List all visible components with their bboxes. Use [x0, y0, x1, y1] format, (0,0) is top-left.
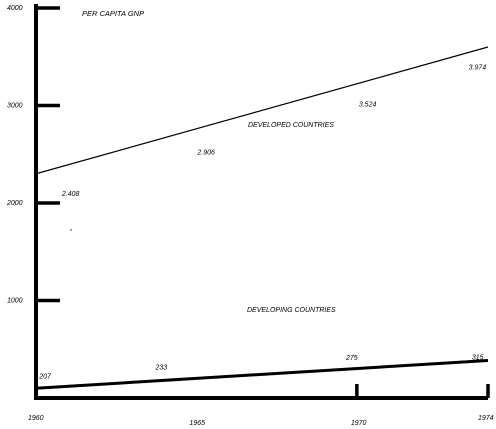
x-tick-label: 1965 — [189, 420, 205, 427]
data-line-developing — [35, 358, 489, 390]
y-tick-label: 4000 — [7, 5, 23, 12]
data-label: 3.974 — [469, 64, 487, 71]
annotation-layer: 2.408 2.906 3.524 3.974 207 233 275 315 — [38, 64, 486, 380]
data-label: 275 — [345, 355, 358, 362]
axes-layer: 1000 2000 3000 4000 1960 1965 1970 1974 — [6, 4, 494, 427]
speck-mark — [70, 229, 72, 231]
y-tick-label: 1000 — [7, 298, 23, 305]
chart-title: PER CAPITA GNP — [82, 9, 144, 18]
data-label: 2.408 — [61, 191, 80, 198]
series-layer — [35, 46, 489, 390]
data-line-developed — [35, 46, 489, 175]
x-tick-label: 1970 — [351, 420, 367, 427]
series-label-developed: DEVELOPED COUNTRIES — [248, 122, 334, 129]
x-tick-label: 1974 — [478, 415, 494, 422]
data-label: 207 — [38, 374, 52, 381]
data-label: 315 — [472, 354, 484, 361]
data-label: 3.524 — [359, 101, 377, 108]
x-tick-label: 1960 — [28, 415, 44, 422]
series-label-developing: DEVELOPING COUNTRIES — [247, 307, 336, 314]
y-tick-label: 2000 — [6, 200, 23, 207]
y-tick-label: 3000 — [7, 103, 23, 110]
data-label: 2.906 — [196, 149, 215, 156]
data-label: 233 — [154, 365, 167, 372]
